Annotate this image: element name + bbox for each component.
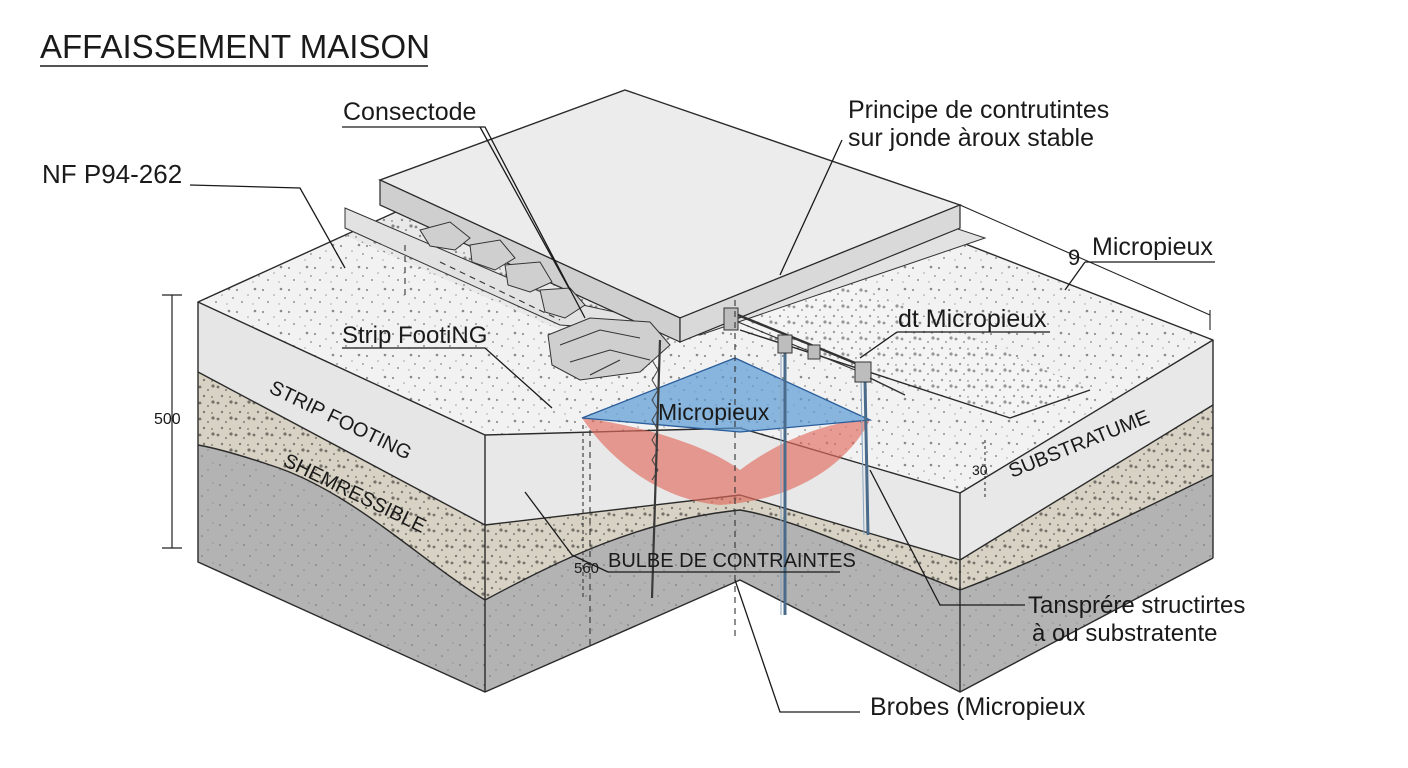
label-consectode: Consectode [343, 98, 476, 126]
micropiles [582, 300, 906, 645]
label-transfer-line1: Tansprére structirtes [1028, 592, 1245, 619]
micropile-head-assembly [723, 307, 906, 396]
dimension-left-value: 500 [154, 411, 181, 428]
dimension-bottom-value: 560 [574, 560, 599, 577]
dimension-right-value: 30 [972, 462, 988, 478]
label-principle-line1: Principe de contrutintes [848, 96, 1109, 124]
leader-lines [189, 126, 1215, 713]
label-micropieux-top-num: 9 [1068, 245, 1080, 270]
dimension-left [162, 294, 182, 549]
label-bulbe: BULBE DE CONTRAINTES [608, 550, 856, 572]
diagram-title: AFFAISSEMENT MAISON [40, 28, 430, 67]
label-norm: NF P94-262 [42, 159, 182, 189]
label-micropieux-top: Micropieux [1092, 233, 1213, 261]
label-principle-line2: sur jonde àroux stable [848, 124, 1094, 152]
label-brobes: Brobes (Micropieux [870, 693, 1086, 721]
micropile-center [780, 340, 787, 615]
stress-bulb [581, 357, 873, 505]
label-micropieux-bulb: Micropieux [658, 399, 770, 425]
micropile-right [860, 379, 870, 536]
label-dt-micropieux: dt Micropieux [898, 305, 1047, 333]
cross-beam [344, 89, 987, 343]
dimension-top-right [959, 204, 1211, 330]
svg-text:AFFAISSEMENT MAISON: AFFAISSEMENT MAISON [40, 28, 430, 65]
label-transfer-line2: à ou substratente [1032, 620, 1217, 647]
rubble-stones [419, 221, 671, 381]
block-front-right-face [484, 340, 1214, 692]
label-strip-footing-callout: Strip FootiNG [342, 322, 487, 349]
micropile-left [582, 339, 662, 600]
block-front-left-face [197, 302, 486, 692]
